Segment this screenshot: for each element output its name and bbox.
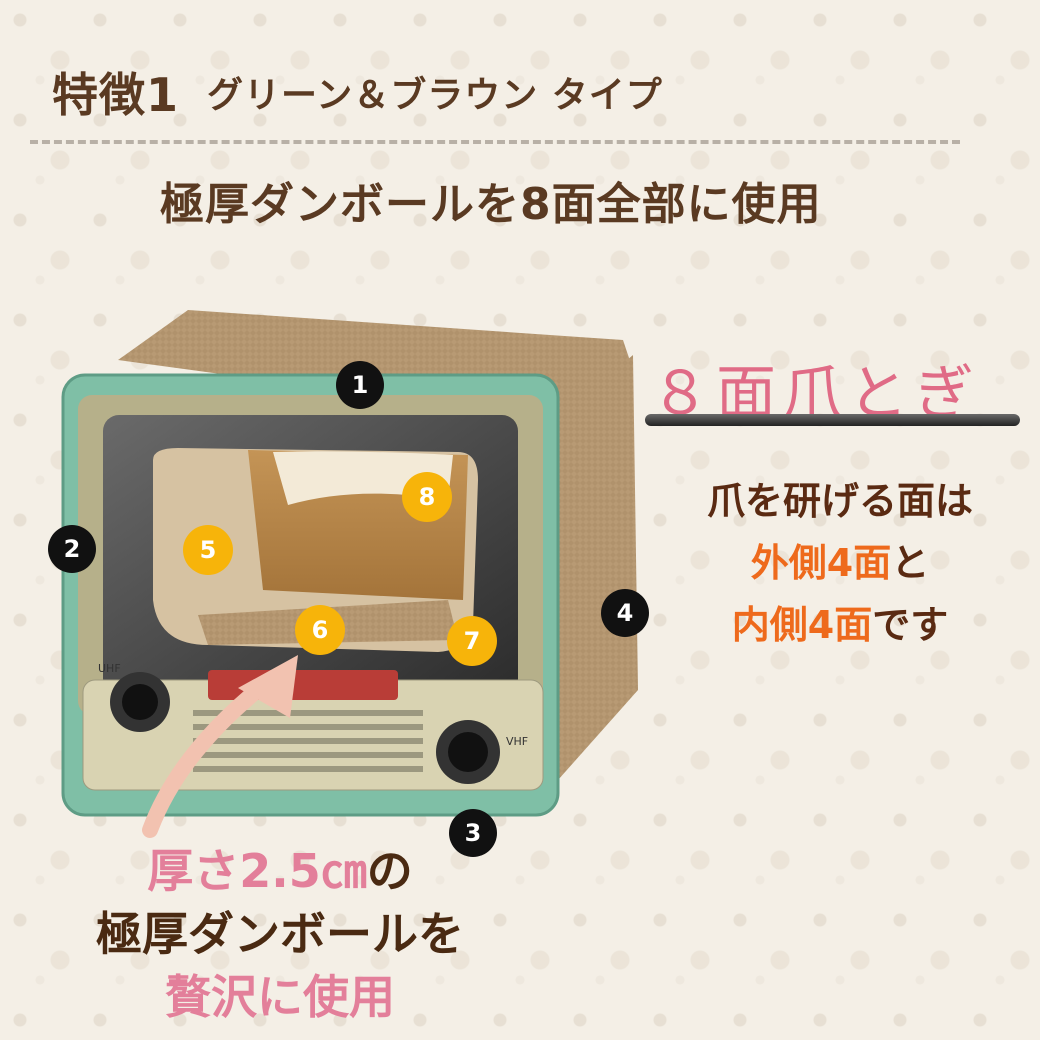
heading-underline	[645, 414, 1020, 426]
uhf-label: UHF	[98, 662, 121, 675]
speaker-grille	[193, 710, 423, 772]
right-line-3-tail: です	[872, 603, 949, 647]
badge-6: 6	[295, 605, 345, 655]
bottom-line-1-tail: の	[366, 844, 413, 898]
outer-faces-text: 外側4面	[750, 541, 892, 585]
right-line-3: 内側4面です	[640, 594, 1040, 649]
feature-title-sub: グリーン＆ブラウン タイプ	[207, 75, 663, 116]
inner-faces-text: 内側4面	[731, 603, 873, 647]
right-line-1: 爪を研げる面は	[706, 479, 973, 523]
badge-8: 8	[402, 472, 452, 522]
badge-5: 5	[183, 525, 233, 575]
bottom-line-2: 極厚ダンボールを	[96, 907, 464, 961]
bottom-line-3: 贅沢に使用	[165, 970, 395, 1024]
pointer-arrow-icon	[142, 655, 298, 838]
feature-title-main: 特徴1	[52, 68, 180, 122]
vhf-label: VHF	[506, 735, 528, 748]
thickness-text: 厚さ2.5㎝	[147, 844, 367, 898]
bottom-line-1: 厚さ2.5㎝の	[0, 835, 560, 901]
right-line-2: 外側4面と	[640, 532, 1040, 587]
headline: 極厚ダンボールを8面全部に使用	[160, 179, 822, 230]
box-side-face	[556, 355, 638, 780]
right-line-2-tail: と	[891, 541, 930, 585]
title-divider	[30, 140, 960, 144]
badge-3: 3	[449, 809, 497, 857]
badge-1: 1	[336, 361, 384, 409]
badge-4: 4	[601, 589, 649, 637]
feature-title: 特徴1 グリーン＆ブラウン タイプ	[52, 52, 663, 132]
badge-2: 2	[48, 525, 96, 573]
badge-7: 7	[447, 616, 497, 666]
